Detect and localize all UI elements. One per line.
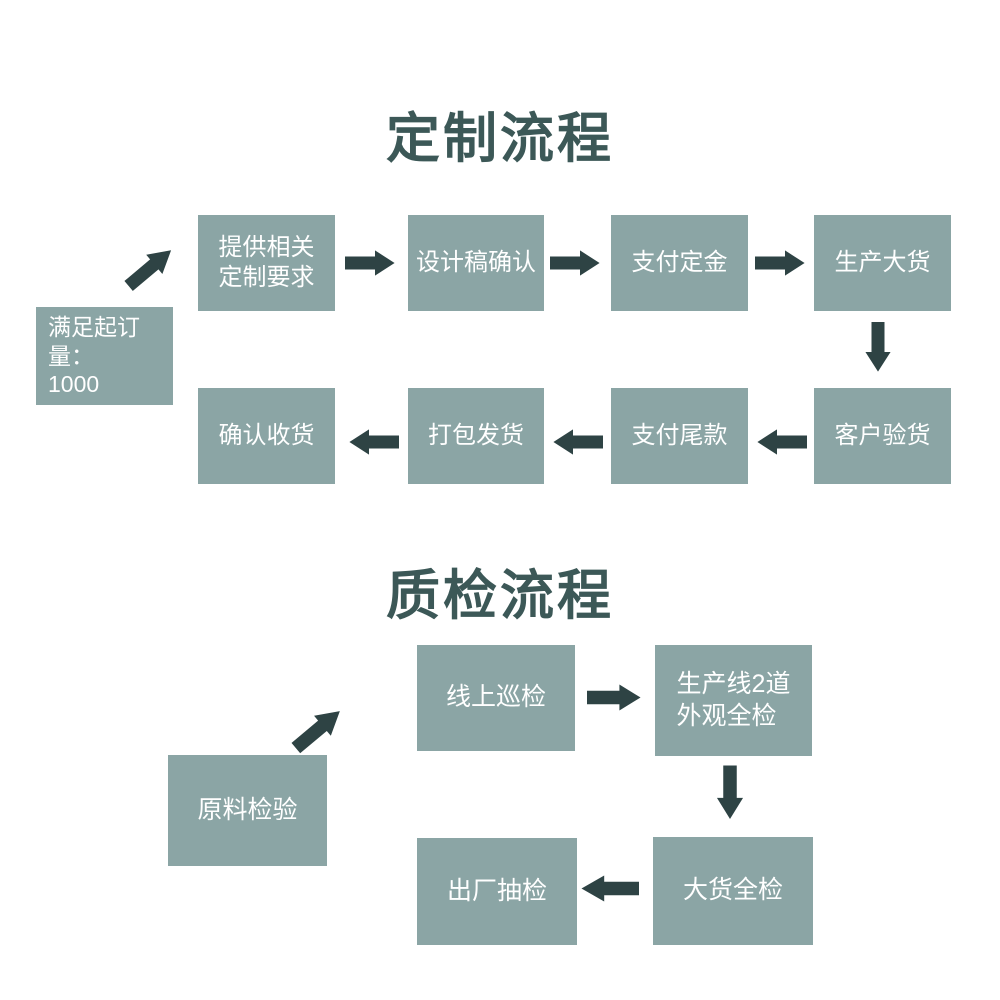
- arrow-left-icon: [757, 429, 807, 455]
- arrow-right-icon: [587, 684, 641, 711]
- flow-step-factory-sampling-inspection: 出厂抽检: [417, 838, 577, 945]
- arrow-right-icon: [755, 250, 805, 276]
- flow-step-pay-balance: 支付尾款: [611, 388, 748, 484]
- flow-step-label: 客户验货: [834, 422, 931, 449]
- section-title-customization: 定制流程: [386, 109, 614, 170]
- flow-step-label: 线上巡检: [445, 683, 546, 712]
- flow-step-bulk-production: 生产大货: [814, 215, 951, 311]
- flow-step-pack-ship: 打包发货: [408, 388, 544, 484]
- flow-step-online-patrol-inspection: 线上巡检: [417, 645, 575, 751]
- flow-step-label: 生产大货: [834, 249, 931, 276]
- flow-step-confirm-receipt: 确认收货: [198, 388, 335, 484]
- flow-step-label: 提供相关 定制要求: [218, 234, 315, 291]
- flow-step-design-confirm: 设计稿确认: [408, 215, 544, 311]
- arrow-right-icon: [550, 250, 600, 276]
- arrow-up-right-icon: [124, 250, 172, 291]
- arrow-left-icon: [581, 875, 639, 902]
- flow-step-label: 出厂抽检: [446, 876, 547, 905]
- flow-step-label: 确认收货: [218, 422, 315, 449]
- arrow-up-right-icon: [291, 711, 340, 754]
- flow-step-label: 生产线2道 外观全检: [676, 670, 791, 730]
- flow-step-customer-inspection: 客户验货: [814, 388, 951, 484]
- arrow-left-icon: [349, 429, 399, 455]
- flow-step-pay-deposit: 支付定金: [611, 215, 748, 311]
- flow-step-label: 打包发货: [428, 422, 524, 449]
- flow-step-label: 支付尾款: [631, 422, 728, 449]
- flow-step-label: 满足起订量： 1000: [48, 313, 140, 398]
- flow-step-label: 大货全检: [682, 876, 783, 905]
- flow-step-label: 支付定金: [631, 249, 728, 276]
- section-title-quality-inspection: 质检流程: [386, 566, 614, 627]
- flow-step-label: 设计稿确认: [416, 249, 536, 276]
- flow-step-raw-material-inspection: 原料检验: [168, 755, 327, 866]
- flow-step-label: 原料检验: [197, 795, 298, 824]
- arrow-right-icon: [345, 250, 395, 276]
- flow-step-moq: 满足起订量： 1000: [36, 307, 173, 405]
- arrow-down-icon: [716, 765, 744, 820]
- arrow-down-icon: [865, 322, 891, 372]
- flow-step-production-line-full-inspection: 生产线2道 外观全检: [655, 645, 812, 756]
- flow-step-provide-requirements: 提供相关 定制要求: [198, 215, 335, 311]
- arrow-left-icon: [553, 429, 603, 455]
- flow-step-bulk-full-inspection: 大货全检: [653, 837, 813, 945]
